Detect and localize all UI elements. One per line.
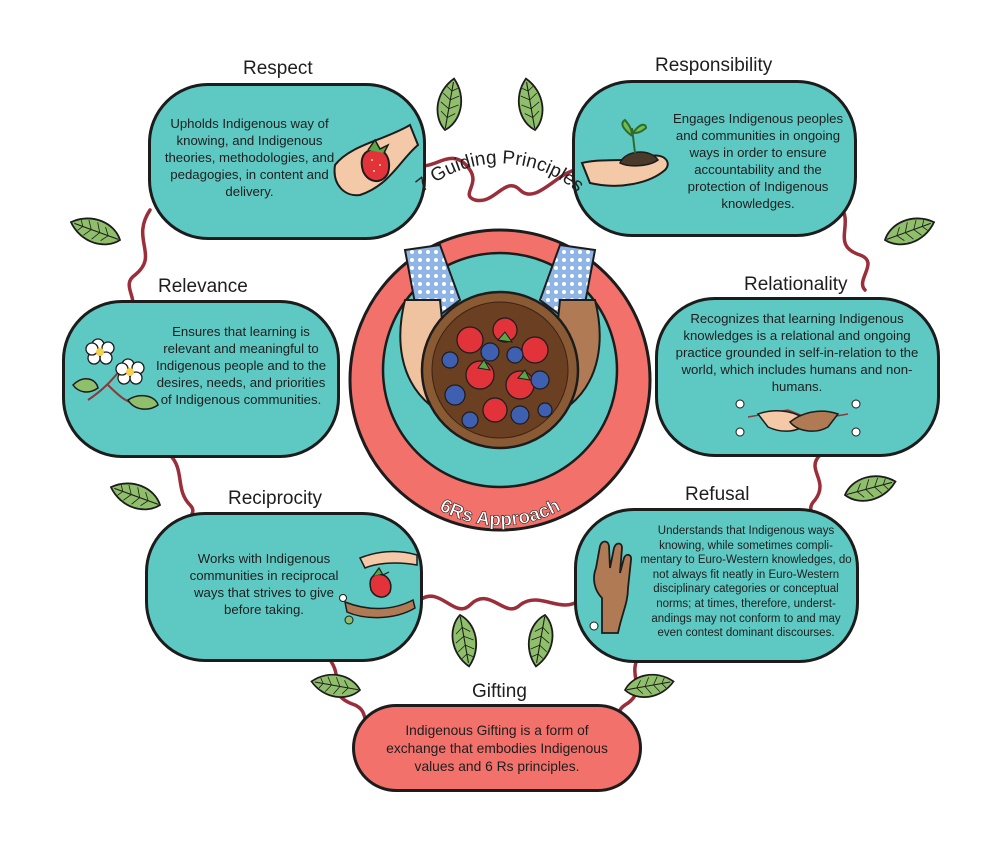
- responsibility-title: Responsibility: [655, 55, 773, 76]
- refusal-title: Refusal: [685, 484, 750, 505]
- gifting-text: Indigenous Gifting is a form of exchange…: [386, 723, 608, 774]
- gifting-title: Gifting: [472, 681, 527, 702]
- refusal-text: Understands that Indigenous ways knowing…: [640, 525, 852, 640]
- respect-title: Respect: [243, 58, 313, 79]
- responsibility-box: [572, 80, 857, 237]
- hand-with-strawberry-icon: [333, 123, 420, 197]
- handshake-icon: [735, 399, 861, 437]
- reciprocity-title: Reciprocity: [228, 488, 322, 509]
- vine-left-upper: [127, 208, 152, 312]
- hand-with-seedling-icon: [580, 118, 669, 187]
- giving-hands-icon: [339, 550, 418, 625]
- relevance-title: Relevance: [158, 276, 248, 297]
- relationality-title: Relationality: [744, 274, 848, 295]
- relevance-box: [62, 300, 340, 458]
- relationality-box: [655, 297, 940, 457]
- vine-top: [408, 156, 577, 203]
- gifting-box: [352, 704, 642, 792]
- relevance-text: Ensures that learning is relevant and me…: [155, 324, 327, 407]
- responsibility-text: Engages Indigenous peoples and communiti…: [672, 111, 844, 211]
- wild-strawberry-flower-icon: [72, 338, 159, 410]
- reciprocity-text: Works with Indigenous communities in rec…: [189, 551, 339, 617]
- relationality-text: Recognizes that learning Indigenous know…: [675, 311, 919, 394]
- respect-text: Upholds Indigenous way of knowing, and I…: [164, 116, 335, 199]
- raised-hand-stop-icon: [589, 540, 632, 634]
